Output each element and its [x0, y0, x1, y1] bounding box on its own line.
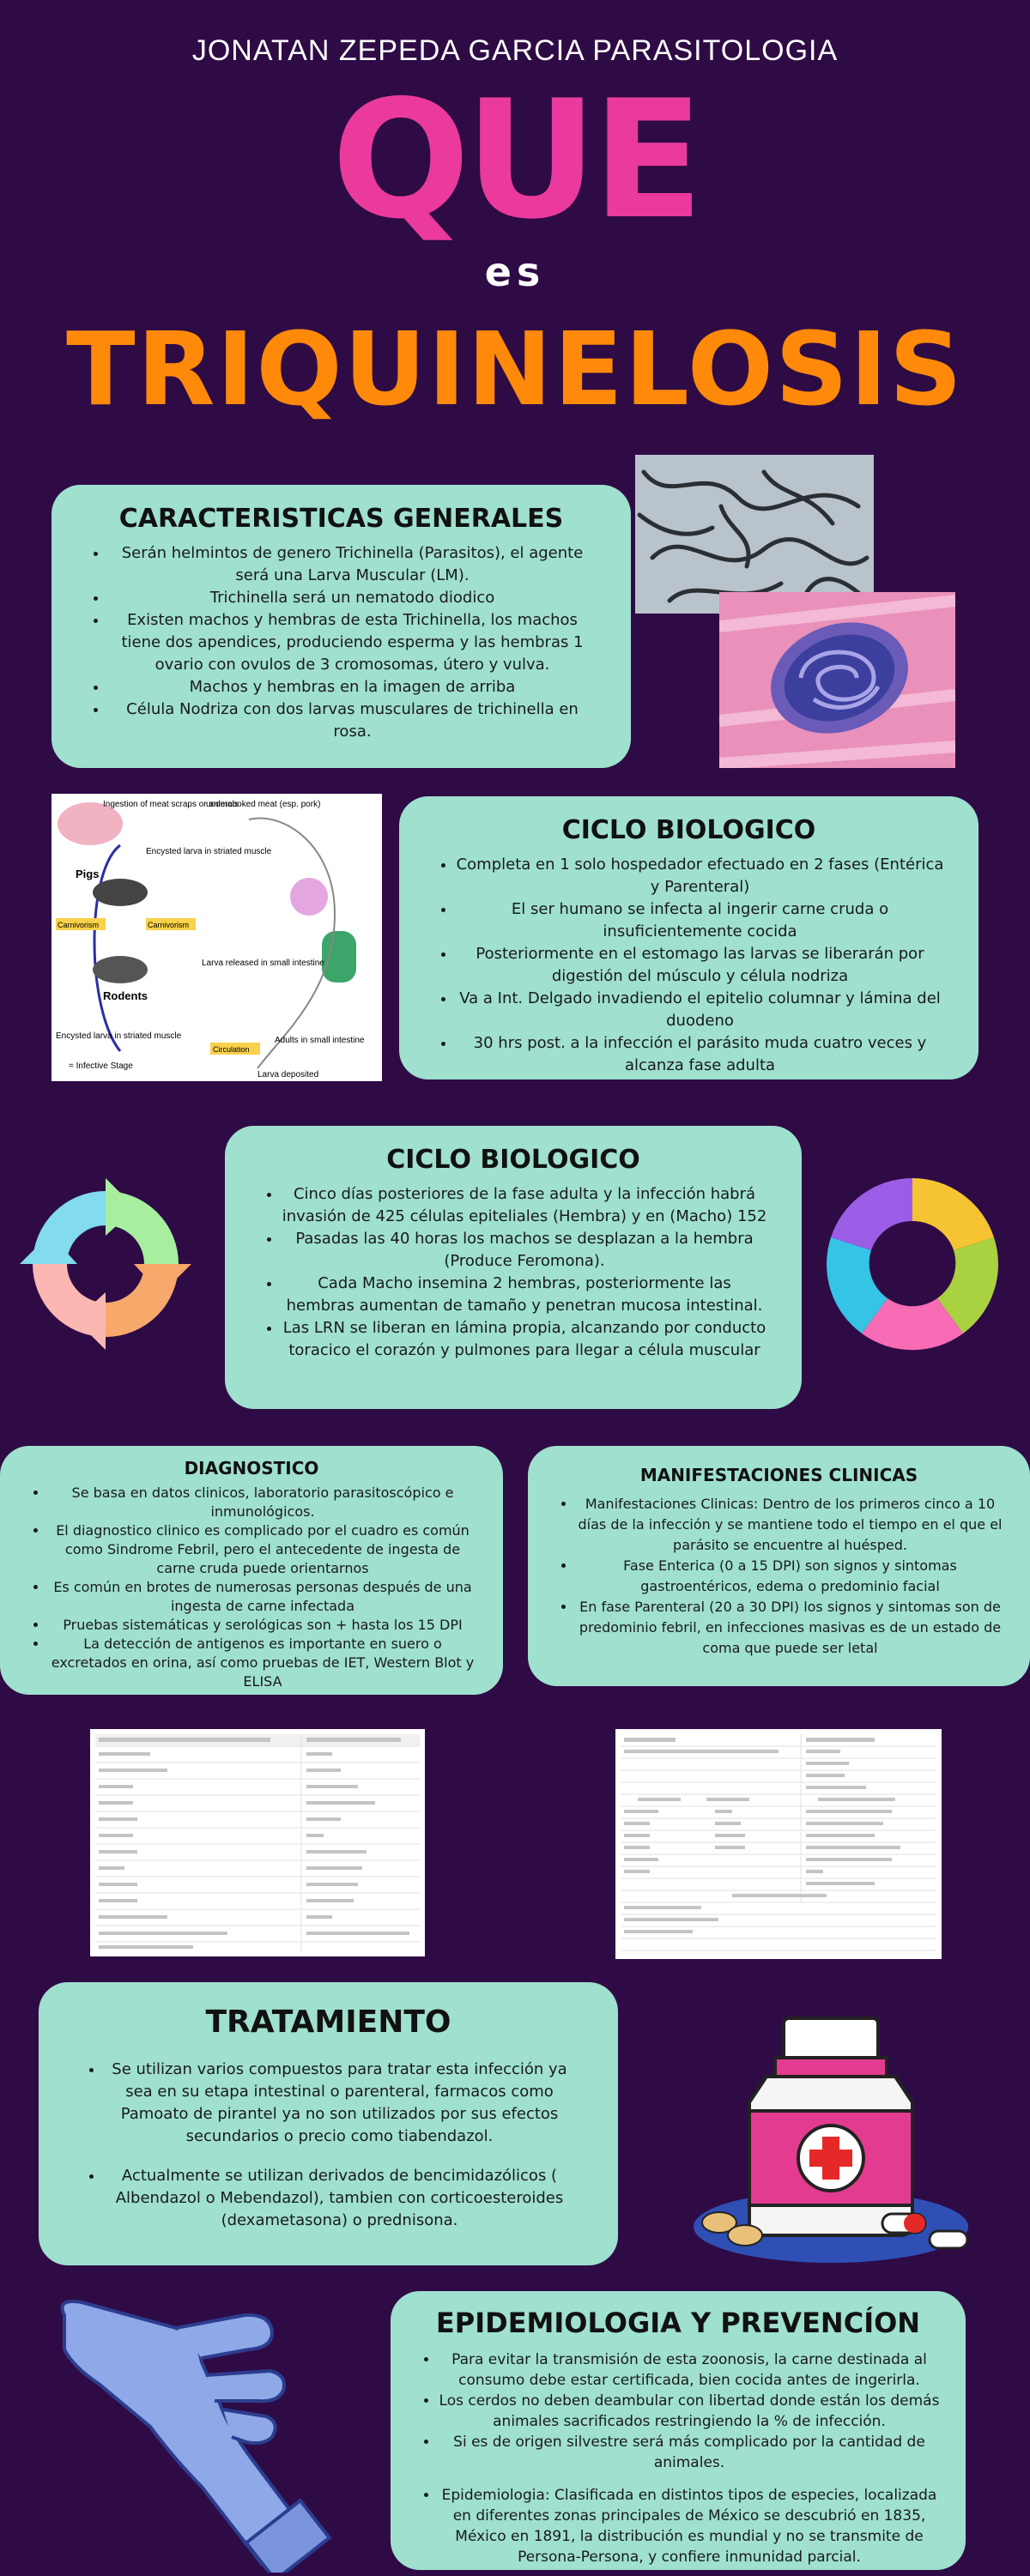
card-ciclo-biologico-2: CICLO BIOLOGICO Cinco días posteriores d… — [225, 1126, 802, 1409]
list-item: El diagnostico clinico es complicado por… — [48, 1521, 477, 1578]
diagram-label-encysted-2: Encysted larva in striated muscle — [56, 1031, 182, 1041]
bullet-list: Manifestaciones Clinicas: Dentro de los … — [554, 1494, 1004, 1659]
list-item: Célula Nodriza con dos larvas musculares… — [108, 698, 597, 743]
cycle-arrows-icon — [15, 1174, 196, 1354]
glove-icon — [47, 2289, 360, 2576]
list-item: Epidemiologia: Clasificada en distintos … — [439, 2485, 940, 2567]
title-es: es — [484, 249, 546, 295]
card-title: DIAGNOSTICO — [184, 1458, 319, 1478]
list-item: Se utilizan varios compuestos para trata… — [104, 2059, 575, 2148]
card-tratamiento: TRATAMIENTO Se utilizan varios compuesto… — [39, 1982, 618, 2265]
bullet-list: Cinco días posteriores de la fase adulta… — [259, 1183, 767, 1362]
bullet-list: Completa en 1 solo hospedador efectuado … — [433, 854, 944, 1077]
card-title: CICLO BIOLOGICO — [561, 815, 816, 845]
card-title: CARACTERISTICAS GENERALES — [118, 504, 564, 534]
list-item: Posteriormente en el estomago las larvas… — [456, 943, 944, 988]
list-item: En fase Parenteral (20 a 30 DPI) los sig… — [576, 1597, 1004, 1659]
list-item: Serán helmintos de genero Trichinella (P… — [108, 542, 597, 587]
list-item: Fase Enterica (0 a 15 DPI) son signos y … — [576, 1556, 1004, 1597]
list-item: Se basa en datos clinicos, laboratorio p… — [48, 1484, 477, 1521]
list-item: La detección de antigenos es importante … — [48, 1635, 477, 1691]
list-item: Machos y hembras en la imagen de arriba — [108, 676, 597, 698]
diagram-label-carnivorism-left: Carnivorism — [58, 921, 99, 929]
diagnosis-table-image — [615, 1729, 942, 1959]
title-triquinelosis: TRIQUINELOSIS — [66, 310, 964, 428]
diagram-label-encysted: Encysted larva in striated muscle — [146, 847, 272, 856]
card-manifestaciones: MANIFESTACIONES CLINICAS Manifestaciones… — [528, 1446, 1030, 1686]
life-cycle-diagram: Ingestion of meat scraps or animals unde… — [52, 794, 382, 1081]
card-caracteristicas: CARACTERISTICAS GENERALES Serán helminto… — [52, 485, 631, 768]
card-title: MANIFESTACIONES CLINICAS — [639, 1465, 918, 1485]
diagram-label-rodents: Rodents — [103, 989, 148, 1002]
list-item: Para evitar la transmisión de esta zoono… — [439, 2349, 940, 2391]
card-title: CICLO BIOLOGICO — [386, 1145, 640, 1175]
diagram-label-pigs: Pigs — [76, 868, 99, 880]
medicine-bottle-icon — [685, 2008, 977, 2265]
symptoms-table-image — [90, 1729, 425, 1956]
diagram-label-ingestion: Ingestion of meat scraps or animals — [103, 800, 239, 809]
diagram-label-deposited: Larva deposited — [258, 1070, 318, 1079]
diagram-label-circulation: Circulation — [213, 1045, 250, 1054]
list-item: Manifestaciones Clinicas: Dentro de los … — [576, 1494, 1004, 1556]
list-item: Actualmente se utilizan derivados de ben… — [104, 2165, 575, 2232]
list-item: Va a Int. Delgado invadiendo el epitelio… — [456, 988, 944, 1032]
list-item: Cinco días posteriores de la fase adulta… — [282, 1183, 767, 1228]
card-diagnostico: DIAGNOSTICO Se basa en datos clinicos, l… — [0, 1446, 503, 1695]
card-ciclo-biologico-1: CICLO BIOLOGICO Completa en 1 solo hospe… — [399, 796, 978, 1079]
worms-micrograph — [635, 455, 874, 614]
list-item: Pasadas las 40 horas los machos se despl… — [282, 1228, 767, 1273]
list-item: Es común en brotes de numerosas personas… — [48, 1578, 477, 1616]
diagram-label-released: Larva released in small intestine — [202, 958, 324, 968]
bullet-list: Serán helmintos de genero Trichinella (P… — [86, 542, 597, 743]
author-heading: JONATAN ZEPEDA GARCIA PARASITOLOGIA — [191, 34, 839, 67]
list-item: Los cerdos no deben deambular con libert… — [439, 2391, 940, 2432]
list-item: Pruebas sistemáticas y serológicas son +… — [48, 1616, 477, 1635]
list-item: Cada Macho insemina 2 hembras, posterior… — [282, 1273, 767, 1317]
list-item: Existen machos y hembras de esta Trichin… — [108, 609, 597, 676]
bullet-list: Para evitar la transmisión de esta zoono… — [416, 2349, 940, 2567]
diagram-label-infective: = Infective Stage — [69, 1061, 133, 1071]
card-title: EPIDEMIOLOGIA Y PREVENCÍON — [435, 2307, 921, 2339]
list-item: 30 hrs post. a la infección el parásito … — [456, 1032, 944, 1077]
bullet-list: Se basa en datos clinicos, laboratorio p… — [26, 1484, 477, 1691]
list-item: Si es de origen silvestre será más compl… — [439, 2432, 940, 2473]
bullet-list: Se utilizan varios compuestos para trata… — [82, 2059, 575, 2232]
list-item: El ser humano se infecta al ingerir carn… — [456, 898, 944, 943]
list-item: Las LRN se liberan en lámina propia, alc… — [282, 1317, 767, 1362]
card-epidemiologia: EPIDEMIOLOGIA Y PREVENCÍON Para evitar l… — [391, 2291, 966, 2570]
diagram-label-undercooked: undercooked meat (esp. pork) — [206, 800, 320, 809]
diagram-label-adults: Adults in small intestine — [275, 1036, 365, 1045]
list-item: Completa en 1 solo hospedador efectuado … — [456, 854, 944, 898]
title-que: QUE — [331, 65, 704, 255]
card-title: TRATAMIENTO — [205, 2005, 451, 2040]
nurse-cell-micrograph — [719, 592, 955, 768]
segmented-ring-icon — [822, 1174, 1003, 1354]
diagram-label-carnivorism-right: Carnivorism — [148, 921, 189, 929]
list-item: Trichinella será un nematodo diodico — [108, 587, 597, 609]
